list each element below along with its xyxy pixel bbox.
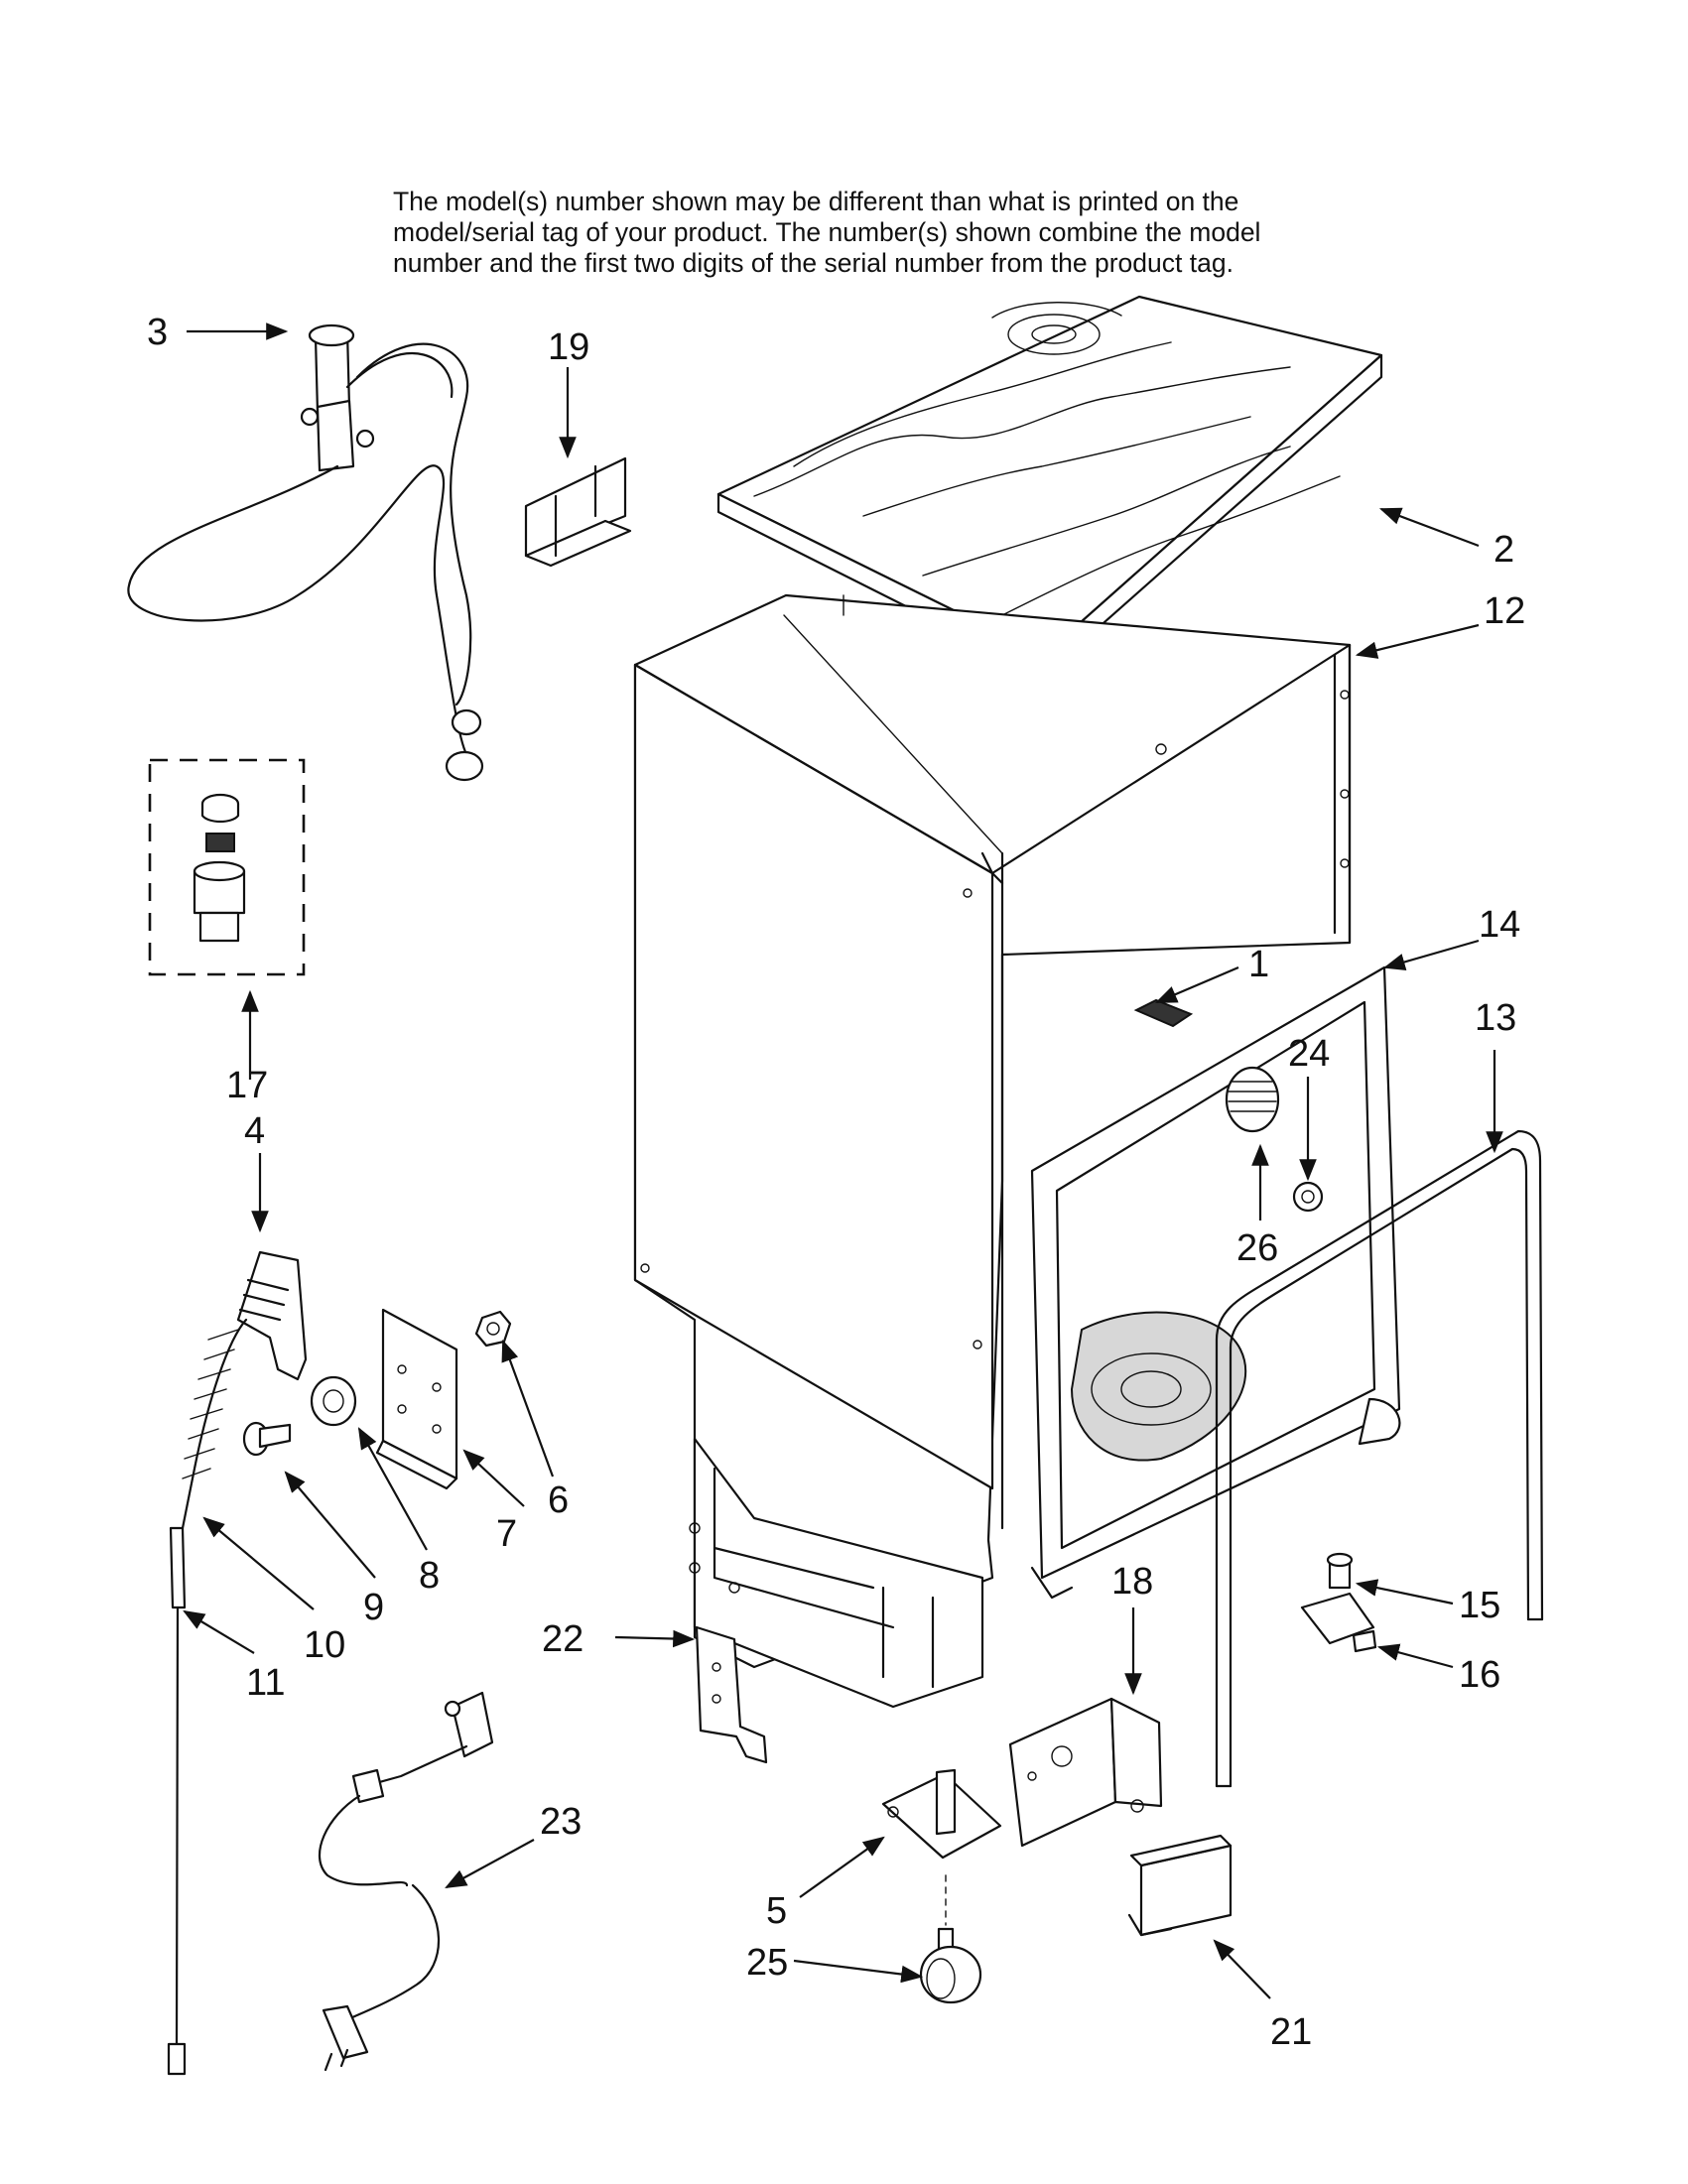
note-line-2: model/serial tag of your product. The nu… xyxy=(393,217,1261,247)
callout-15: 15 xyxy=(1459,1585,1500,1626)
callout-11: 11 xyxy=(246,1662,285,1704)
part-25-caster xyxy=(919,1927,982,2004)
part-8-roller xyxy=(310,1375,357,1427)
callout-3: 3 xyxy=(147,312,168,353)
callout-14: 14 xyxy=(1479,904,1520,946)
part-6-nut xyxy=(474,1310,512,1348)
callout-17: 17 xyxy=(226,1065,268,1106)
model-number-note: The model(s) number shown may be differe… xyxy=(393,187,1346,279)
callout-9: 9 xyxy=(363,1587,384,1628)
part-15-16-switch xyxy=(1300,1552,1377,1653)
part-7-bracket xyxy=(375,1308,458,1490)
part-9-screw xyxy=(242,1421,292,1457)
tub-cabinet xyxy=(633,593,1352,1709)
callout-12: 12 xyxy=(1484,590,1525,632)
part-11-rod xyxy=(167,1526,187,2076)
part-19-cover xyxy=(524,456,632,568)
callout-26: 26 xyxy=(1236,1227,1278,1269)
callout-22: 22 xyxy=(542,1618,584,1660)
part-3-valve-hose xyxy=(127,323,484,782)
callout-1: 1 xyxy=(1248,944,1269,985)
callout-16: 16 xyxy=(1459,1654,1500,1696)
leader-arrows xyxy=(183,322,1503,1999)
callout-5: 5 xyxy=(766,1890,787,1932)
callout-24: 24 xyxy=(1288,1033,1330,1075)
callout-18: 18 xyxy=(1111,1561,1153,1603)
part-23-power-cord xyxy=(318,1691,494,2072)
callout-labels: 3 19 2 12 14 1 13 24 26 17 4 6 7 8 9 10 … xyxy=(147,312,1525,2053)
callout-10: 10 xyxy=(304,1624,345,1666)
part-5-bracket xyxy=(881,1768,1002,1926)
callout-13: 13 xyxy=(1475,997,1516,1039)
callout-6: 6 xyxy=(548,1479,569,1521)
part-17-kit-box xyxy=(148,758,306,976)
callout-23: 23 xyxy=(540,1801,582,1843)
callout-19: 19 xyxy=(548,326,589,368)
callout-2: 2 xyxy=(1493,529,1514,571)
part-4-hinge-plate xyxy=(181,1250,308,1530)
part-18-bracket xyxy=(1008,1697,1163,1848)
part-21-channel xyxy=(1127,1834,1233,1937)
callout-8: 8 xyxy=(419,1555,440,1597)
callout-7: 7 xyxy=(496,1513,517,1555)
part-13-gasket xyxy=(1215,1129,1544,1788)
part-22-bracket xyxy=(695,1625,768,1764)
note-line-1: The model(s) number shown may be differe… xyxy=(393,187,1239,216)
callout-21: 21 xyxy=(1270,2011,1312,2053)
note-line-3: number and the first two digits of the s… xyxy=(393,248,1234,278)
callout-4: 4 xyxy=(244,1110,265,1152)
callout-25: 25 xyxy=(746,1942,788,1984)
